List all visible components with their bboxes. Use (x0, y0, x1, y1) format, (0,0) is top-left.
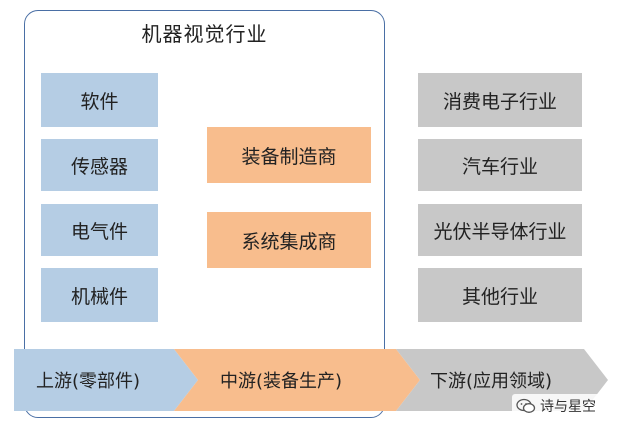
upstream-arrow-shape (14, 349, 198, 411)
stage-label-midstream: 中游(装备生产) (220, 371, 343, 392)
stage-label-upstream: 上游(零部件) (36, 371, 141, 392)
upstream-item-mechanical: 机械件 (41, 268, 158, 322)
midstream-item-equipment-maker: 装备制造商 (207, 127, 371, 183)
upstream-item-software: 软件 (41, 73, 158, 127)
stage-arrow-upstream: 上游(零部件) (14, 349, 198, 411)
upstream-item-sensor: 传感器 (41, 139, 158, 191)
downstream-item-pv-semiconductor: 光伏半导体行业 (418, 204, 582, 256)
wechat-icon (516, 398, 536, 413)
downstream-item-other: 其他行业 (418, 268, 582, 322)
watermark: 诗与星空 (512, 394, 600, 418)
stage-arrow-midstream: 中游(装备生产) (174, 349, 420, 411)
midstream-item-system-integrator: 系统集成商 (207, 212, 371, 268)
diagram-title: 机器视觉行业 (141, 22, 268, 46)
industry-frame (24, 10, 385, 418)
downstream-item-consumer-electronics: 消费电子行业 (418, 73, 582, 127)
downstream-item-automotive: 汽车行业 (418, 139, 582, 191)
upstream-item-electrical: 电气件 (41, 204, 158, 256)
watermark-text: 诗与星空 (540, 399, 596, 415)
stage-label-downstream: 下游(应用领域) (430, 371, 553, 392)
midstream-arrow-shape (174, 349, 420, 411)
